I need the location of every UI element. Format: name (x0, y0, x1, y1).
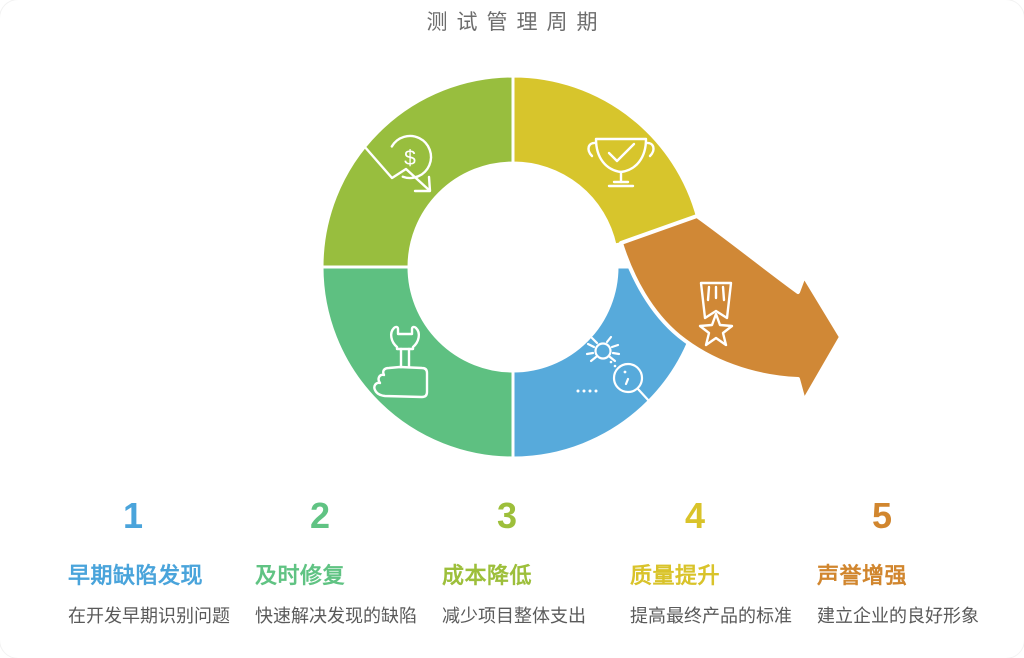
page-title: 测试管理周期 (426, 11, 607, 34)
step-description: 快速解决发现的缺陷 (255, 606, 417, 626)
step-cost-reduction: 3 成本降低 减少项目整体支出 (442, 497, 622, 627)
step-description: 提高最终产品的标准 (630, 606, 792, 626)
step-description: 减少项目整体支出 (442, 606, 586, 626)
trophy-check-icon (587, 137, 655, 188)
step-early-defect-detection: 1 早期缺陷发现 在开发早期识别问题 (68, 497, 248, 627)
step-timely-repair: 2 及时修复 快速解决发现的缺陷 (255, 497, 435, 627)
step-number: 1 (122, 495, 144, 536)
step-number: 2 (309, 495, 331, 536)
step-description: 建立企业的良好形象 (817, 606, 979, 626)
step-heading: 早期缺陷发现 (68, 563, 204, 588)
step-heading: 质量提升 (630, 563, 721, 588)
step-reputation-boost: 5 声誉增强 建立企业的良好形象 (817, 497, 997, 627)
step-number: 4 (684, 495, 706, 536)
segment-repair (320, 265, 515, 460)
step-number: 3 (496, 495, 518, 536)
step-heading: 声誉增强 (817, 563, 908, 588)
dollar-glyph: $ (404, 147, 416, 170)
dollar-decrease-icon: $ (362, 134, 433, 193)
step-heading: 成本降低 (442, 563, 533, 588)
bug-search-icon (576, 335, 651, 403)
segment-cost-decrease (320, 74, 515, 269)
step-heading: 及时修复 (255, 563, 346, 588)
step-quality-improvement: 4 质量提升 提高最终产品的标准 (630, 497, 810, 627)
step-description: 在开发早期识别问题 (68, 606, 230, 626)
medal-star-icon (698, 281, 734, 347)
cycle-diagram: $ (320, 74, 843, 460)
wrench-hand-icon (373, 325, 429, 399)
step-number: 5 (871, 495, 893, 536)
reputation-arrow (619, 214, 843, 403)
